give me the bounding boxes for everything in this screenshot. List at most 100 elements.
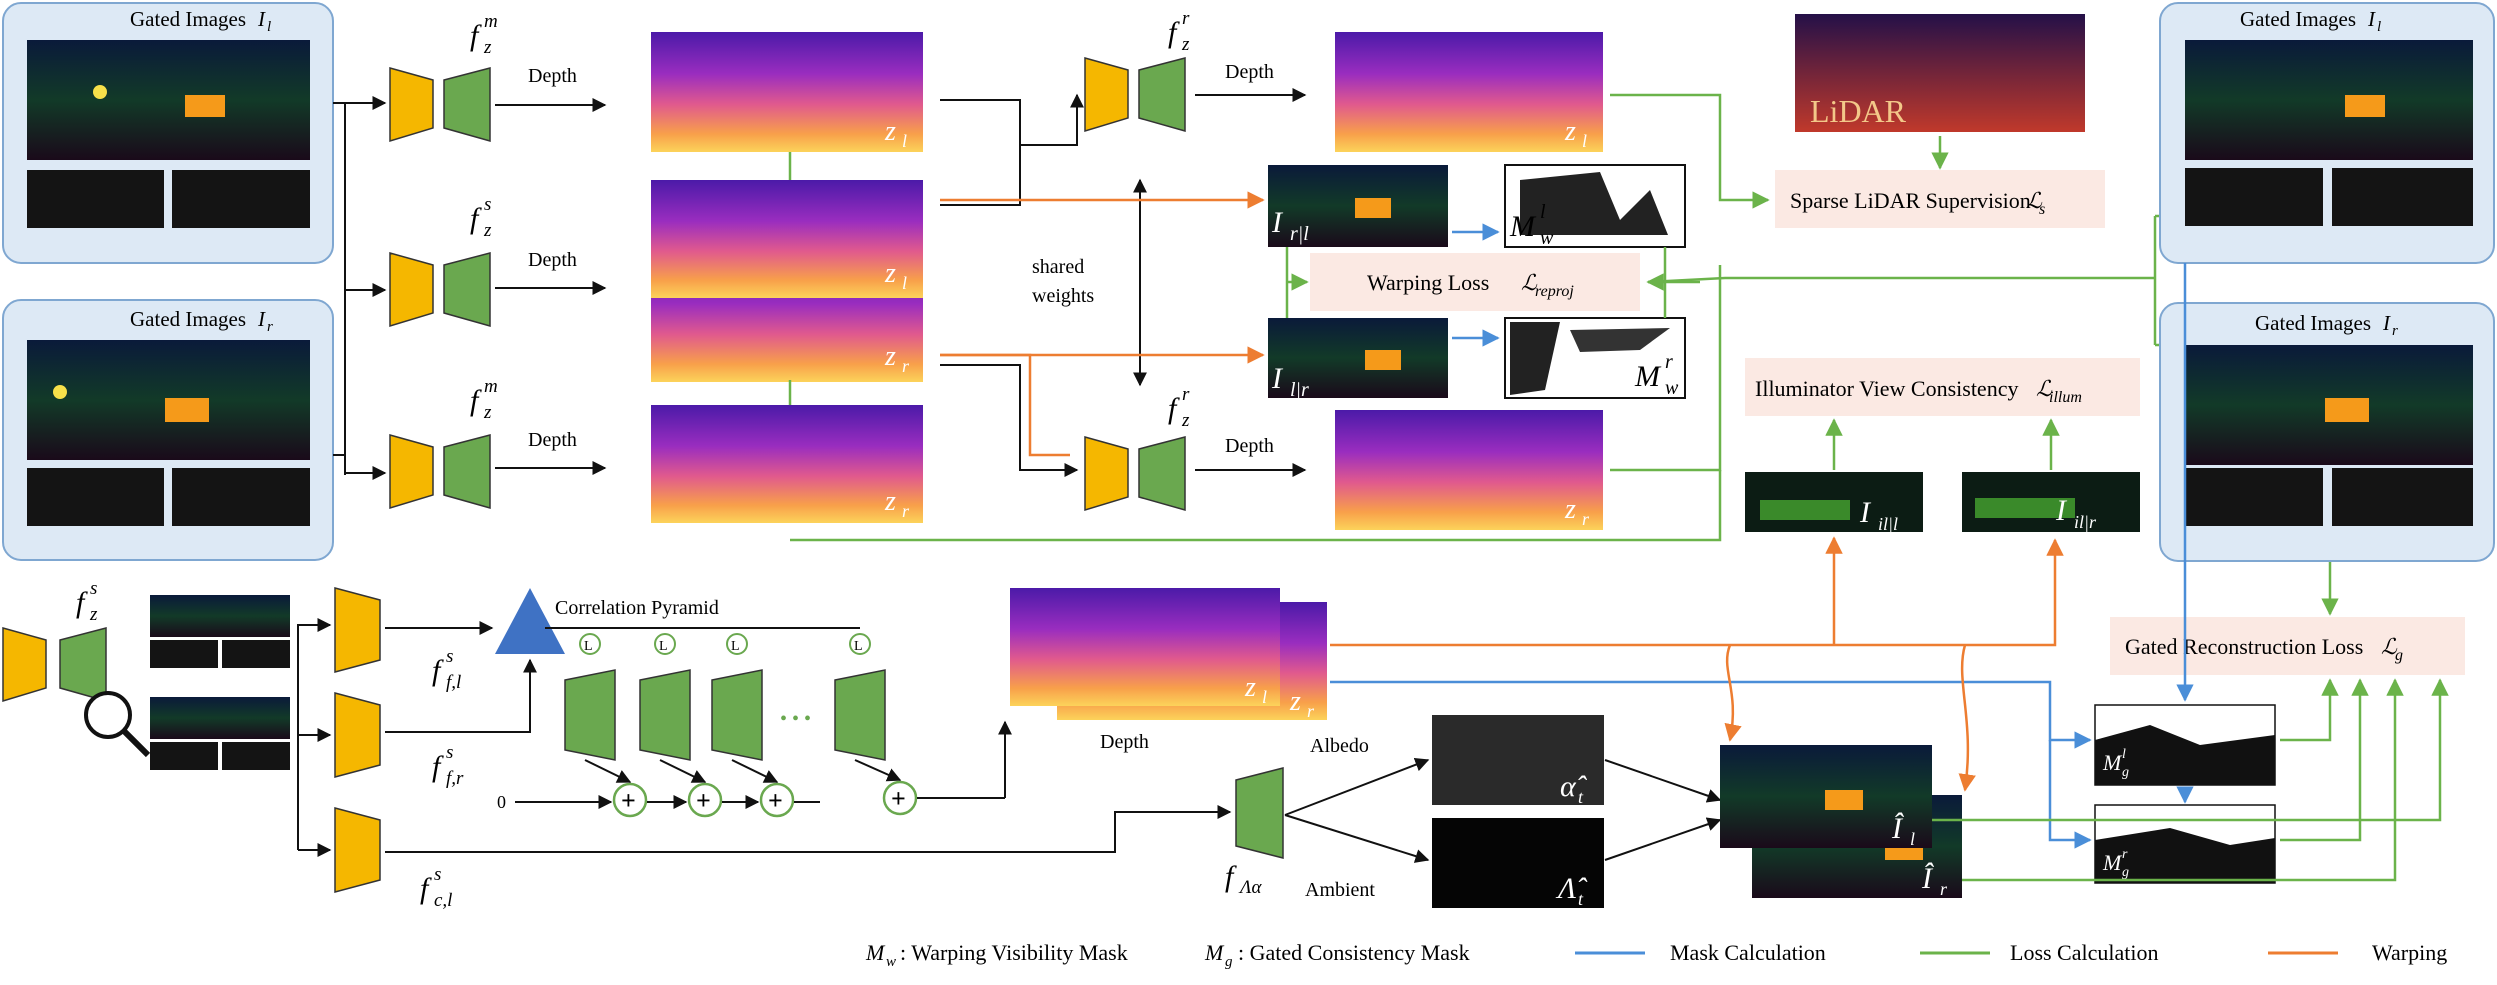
stereo-detail-inputs	[150, 595, 290, 770]
refine-inputs	[940, 93, 1084, 477]
svg-text:ℒ: ℒ	[2026, 188, 2043, 213]
illuminator-image-right: I il|r	[1962, 472, 2140, 532]
svg-text:Gated Images: Gated Images	[2255, 311, 2371, 335]
svg-text:• • •: • • •	[780, 708, 811, 730]
svg-text:il|l: il|l	[1878, 514, 1898, 534]
gated-right-slice-2	[172, 468, 310, 526]
pyramid-connections	[385, 621, 860, 733]
shared-weights: shared weights	[1032, 178, 1147, 387]
svg-text:g: g	[2395, 647, 2403, 664]
svg-text:r: r	[1665, 351, 1673, 373]
svg-text:s: s	[434, 864, 441, 885]
svg-text:r: r	[902, 501, 910, 521]
gated-left-panel: Gated Images I l	[2, 2, 334, 264]
svg-text:M: M	[1634, 360, 1662, 393]
refined-depth-right: z r	[1335, 410, 1603, 530]
svg-text:g: g	[2122, 865, 2129, 880]
svg-text:L: L	[584, 639, 593, 654]
svg-text:Albedo: Albedo	[1310, 735, 1369, 757]
svg-text:f: f	[432, 654, 444, 687]
svg-text:r: r	[1182, 384, 1190, 405]
warped-image-r-given-l: I r|l	[1268, 165, 1448, 247]
svg-text:z: z	[1289, 686, 1301, 717]
mono-network-bottom: f m z Depth	[389, 376, 607, 510]
context-encoder-left: f s c,l	[334, 807, 452, 911]
illum-loss-box: Illuminator View Consistency ℒ illum	[1745, 358, 2140, 416]
stereo-network-detail: f s z	[2, 578, 151, 758]
albedo-network: f Λα Albedo Ambient	[1225, 735, 1375, 901]
svg-text:f,r: f,r	[446, 768, 464, 789]
svg-text:r: r	[1582, 509, 1590, 529]
svg-text:f: f	[470, 202, 482, 235]
svg-text:f: f	[1168, 392, 1180, 425]
sum-nodes: + + + + 0	[497, 780, 918, 818]
refine-network-bottom: f r z Depth	[1084, 384, 1307, 512]
ambient-image: Λ̂ t	[1432, 818, 1604, 909]
svg-text:l: l	[2122, 747, 2126, 762]
mask-mw-right: M r w	[1504, 317, 1686, 399]
gated-left-slice-2	[172, 170, 310, 228]
svg-text:L: L	[854, 639, 863, 654]
depth-map-mono-left: z l	[651, 32, 923, 152]
svg-text:ℒ: ℒ	[2381, 634, 2398, 659]
gated-left-symbol: I	[257, 7, 266, 31]
svg-text:M: M	[2102, 850, 2123, 875]
svg-text:I: I	[257, 307, 266, 331]
svg-text:M: M	[1509, 210, 1537, 243]
svg-text:shared: shared	[1032, 256, 1084, 278]
depth-map-stereo-left: z l	[651, 180, 923, 298]
legend-mg-text: : Gated Consistency Mask	[1238, 940, 1470, 965]
svg-text:z: z	[483, 220, 492, 241]
svg-text:f,l: f,l	[446, 672, 461, 693]
svg-text:f: f	[420, 872, 432, 905]
svg-text:z: z	[483, 37, 492, 58]
legend-mask-text: Mask Calculation	[1670, 940, 1826, 965]
svg-text:reproj: reproj	[1535, 283, 1574, 300]
svg-text:m: m	[484, 376, 498, 397]
lookup-markers: L L L L	[579, 633, 871, 655]
svg-text:w: w	[886, 954, 896, 970]
svg-text:g: g	[2122, 765, 2129, 780]
lidar-label: LiDAR	[1810, 93, 1907, 129]
gated-right-slice-1	[27, 468, 164, 526]
svg-text:s: s	[446, 646, 453, 667]
svg-text:l: l	[902, 273, 907, 293]
svg-text:ℒ: ℒ	[2036, 376, 2053, 401]
svg-text:Î: Î	[1891, 812, 1904, 845]
svg-text:c,l: c,l	[434, 890, 452, 911]
feature-encoder-left: f s f,l	[334, 587, 461, 693]
svg-text:Correlation Pyramid: Correlation Pyramid	[555, 597, 719, 619]
svg-text:l: l	[1540, 201, 1546, 223]
svg-text:z: z	[884, 486, 896, 517]
svg-text:+: +	[621, 786, 636, 815]
bottom-depth-label: Depth	[1100, 731, 1149, 753]
svg-text:I: I	[2367, 7, 2376, 31]
svg-text:z: z	[1181, 410, 1190, 431]
reconstruction-left: Î l	[1720, 745, 1932, 849]
svg-text:I: I	[2055, 494, 2068, 527]
mask-mw-left: M l w	[1504, 164, 1686, 249]
legend-warp-text: Warping	[2372, 940, 2447, 965]
illuminator-image-left: I il|l	[1745, 472, 1923, 534]
correlation-pyramid: Correlation Pyramid	[495, 588, 719, 654]
svg-text:r: r	[2392, 323, 2398, 339]
warped-image-l-given-r: I l|r	[1268, 318, 1448, 401]
svg-text:I: I	[2382, 311, 2391, 335]
input-fanout	[333, 96, 387, 480]
lidar-loss-box: Sparse LiDAR Supervision ℒ s	[1775, 170, 2105, 228]
depth-map-mono-right: z r	[651, 405, 923, 523]
svg-text:+: +	[696, 786, 711, 815]
svg-text:M: M	[865, 940, 886, 965]
svg-text:z: z	[1181, 34, 1190, 55]
svg-text:z: z	[1564, 116, 1576, 147]
illum-arrows	[1825, 418, 2060, 470]
albedo-image: α̂ t	[1432, 715, 1604, 807]
feature-encoder-right: f s f,r	[334, 692, 464, 789]
svg-text:f: f	[76, 586, 88, 619]
svg-text:Depth: Depth	[528, 429, 577, 451]
warping-lines-bottom	[1330, 536, 2064, 792]
stereo-network: f s z Depth	[389, 194, 607, 328]
svg-text:Depth: Depth	[528, 65, 577, 87]
lidar-panel: LiDAR	[1795, 14, 2085, 132]
legend-loss-text: Loss Calculation	[2010, 940, 2158, 965]
